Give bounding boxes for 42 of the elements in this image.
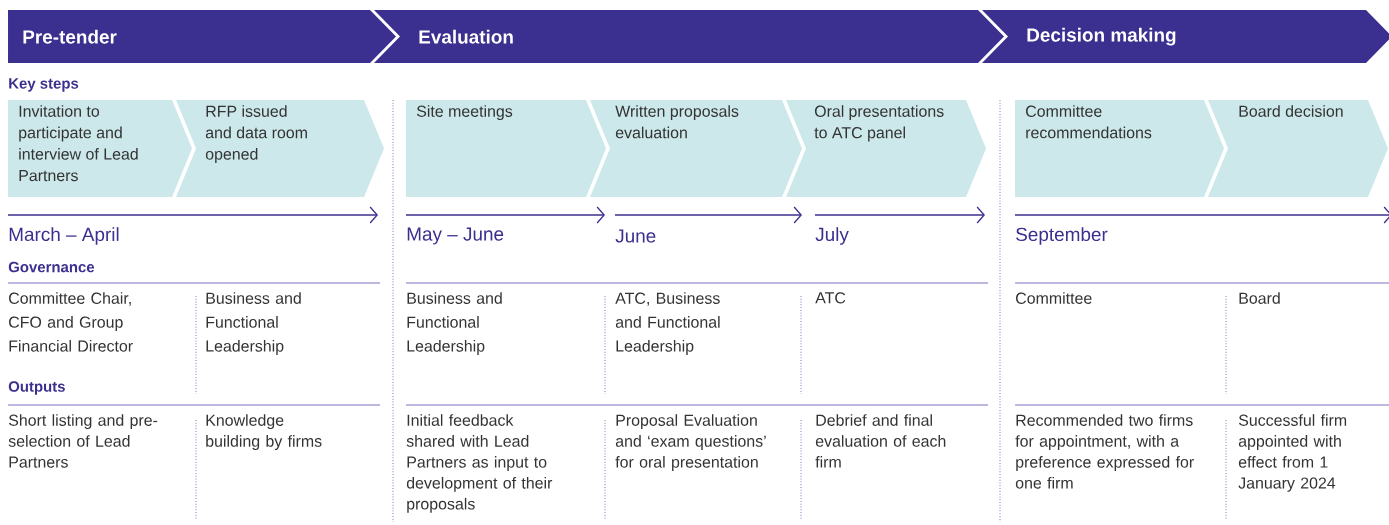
phase-banner: Evaluation (374, 10, 1004, 63)
process-step: RFP issued and data room opened (176, 100, 384, 197)
output-text: Proposal Evaluation and ‘exam questions’ for oral presentation (615, 414, 766, 471)
process-step: Committee recommendations (1015, 100, 1224, 197)
month-label: July (815, 227, 849, 245)
process-step: Site meetings (406, 100, 606, 197)
governance-text: Committee Chair, CFO and Group Financial Director (9, 292, 133, 352)
phase-banner: Decision making (982, 10, 1389, 63)
section-heading: Key steps (9, 78, 79, 92)
node-label: Pre-tender (23, 29, 117, 44)
governance-text: Business and Functional Leadership (206, 292, 301, 355)
section-heading: Outputs (8, 381, 65, 395)
node-label: RFP issued and data room opened (205, 105, 307, 163)
governance-text: ATC, Business and Functional Leadership (615, 292, 720, 355)
node-label: Committee recommendations (1026, 105, 1152, 139)
node-label: Evaluation (419, 29, 513, 44)
process-step: Board decision (1208, 100, 1388, 197)
node-label: Board decision (1239, 105, 1343, 117)
month-label: September (1016, 227, 1108, 245)
output-text: Recommended two firms for appointment, with a preference expressed for one firm (1015, 414, 1194, 489)
section-heading: Governance (8, 261, 95, 273)
node-label: Written proposals evaluation (615, 105, 739, 139)
governance-text: Board (1239, 292, 1280, 304)
output-text: Initial feedback shared with Lead Partners as input to development of their proposals (406, 414, 553, 513)
output-text: Short listing and pre-selection of Lead Partners (8, 414, 158, 468)
month-label: May – June (407, 227, 504, 245)
node-label: Invitation to participate and interview of Lead Partners (19, 105, 138, 182)
process-step: Written proposals evaluation (590, 100, 802, 197)
node-label: Decision making (1027, 27, 1176, 46)
month-label: March – April (9, 227, 119, 245)
governance-text: Committee (1016, 292, 1092, 304)
node-label: Oral presentations to ATC panel (814, 105, 944, 142)
output-text: Knowledge building by firms (206, 414, 322, 450)
output-text: Successful firm appointed with effect from 1 January 2024 (1238, 414, 1347, 492)
month-label: June (615, 229, 656, 243)
output-text: Debrief and final evaluation of each firm (815, 414, 946, 468)
process-step: Invitation to participate and interview of Lead Partners (8, 100, 192, 197)
node-label: Site meetings (416, 105, 513, 121)
process-step: Oral presentations to ATC panel (786, 100, 986, 197)
governance-text: ATC (815, 292, 846, 304)
governance-text: Business and Functional Leadership (407, 292, 502, 355)
phase-banner: Pre-tender (8, 10, 396, 63)
